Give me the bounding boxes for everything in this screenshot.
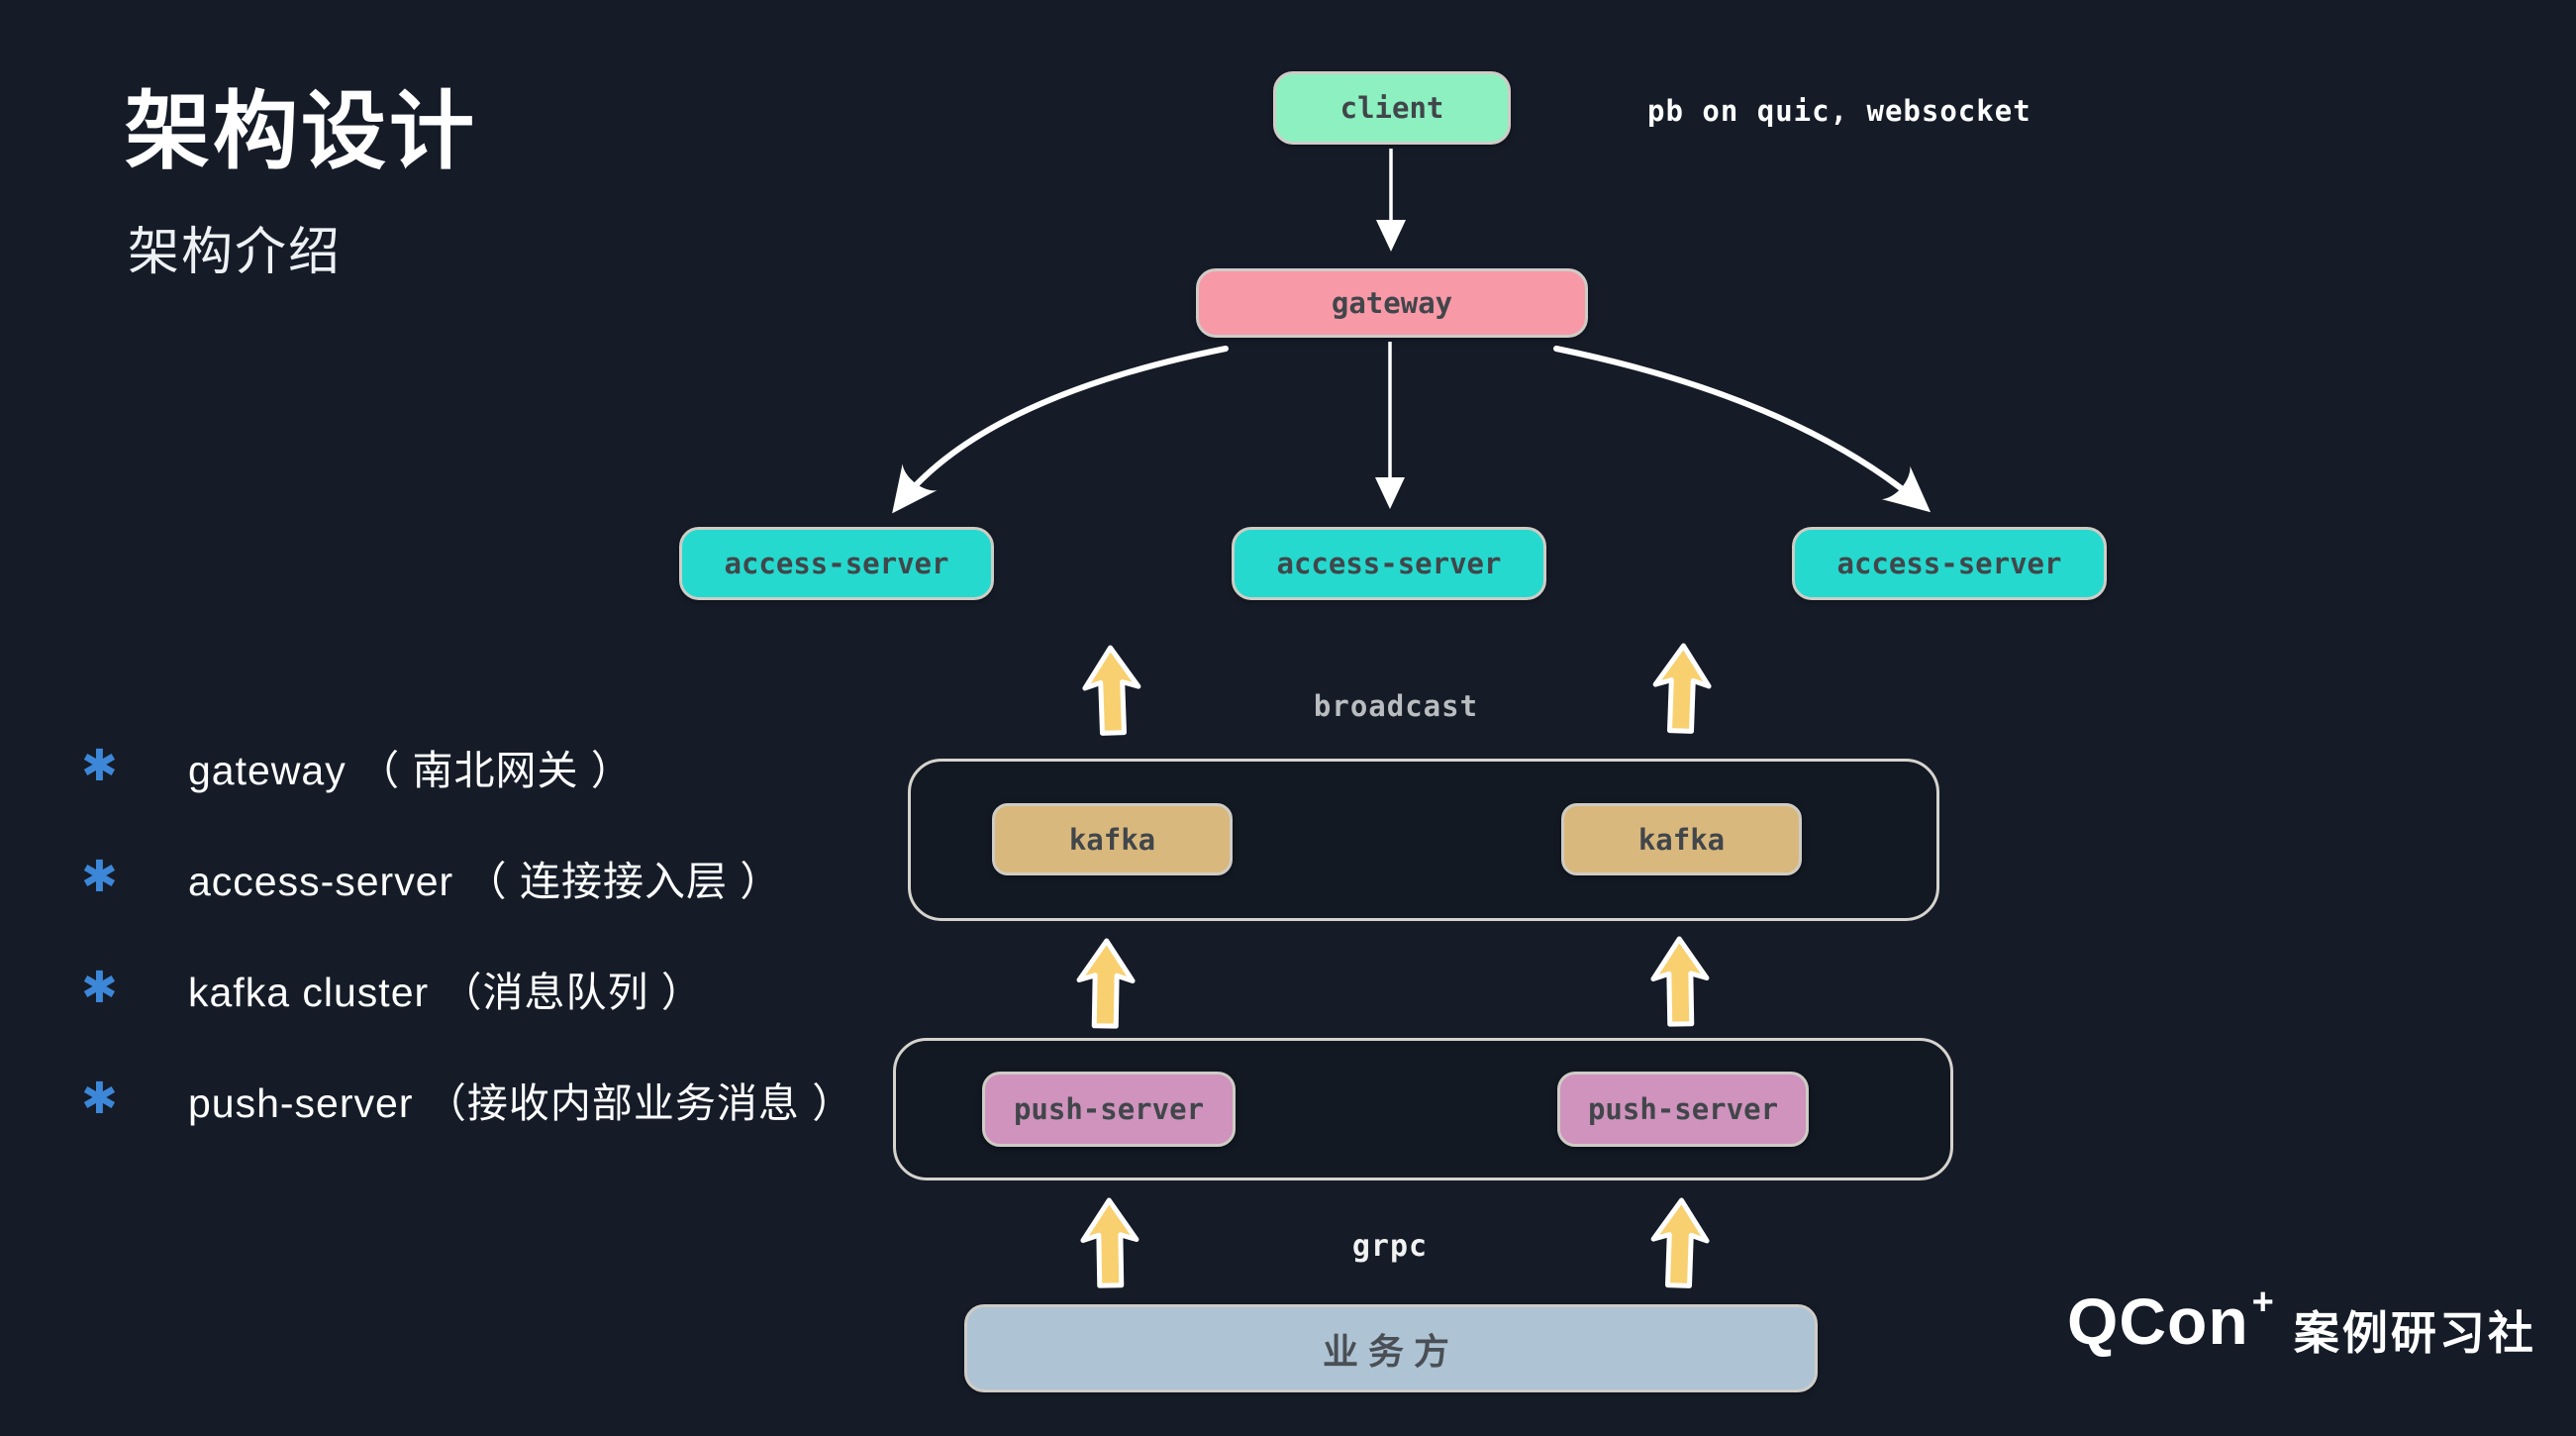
- bullet-label: kafka cluster （消息队列 ）: [188, 970, 703, 1015]
- asterisk-icon: ✱: [81, 964, 118, 1012]
- bullet-item-gateway: ✱ gateway （ 南北网关 ）: [81, 742, 853, 794]
- bullet-item-kafka-cluster: ✱ kafka cluster （消息队列 ）: [81, 964, 853, 1016]
- bullet-item-push-server: ✱ push-server （接收内部业务消息 ）: [81, 1075, 853, 1127]
- up-arrow-icon: [1654, 645, 1711, 732]
- edge-gateway-access-right: [1553, 346, 1932, 513]
- up-arrow-icon: [1652, 1199, 1709, 1286]
- broadcast-label: broadcast: [1313, 689, 1479, 723]
- bullet-label: push-server （接收内部业务消息 ）: [188, 1080, 854, 1126]
- bullet-item-access-server: ✱ access-server （ 连接接入层 ）: [81, 853, 853, 905]
- edge-gateway-access-left: [892, 346, 1229, 514]
- brand-qcon: QCon: [2067, 1284, 2249, 1358]
- up-arrow-icon: [1078, 941, 1133, 1027]
- node-gateway: gateway: [1196, 268, 1588, 338]
- protocol-note: pb on quic, websocket: [1647, 94, 2031, 128]
- grpc-label: grpc: [1351, 1229, 1429, 1264]
- asterisk-icon: ✱: [81, 742, 118, 790]
- bullet-label: access-server （ 连接接入层 ）: [188, 859, 782, 904]
- node-access-server-right: access-server: [1792, 527, 2107, 600]
- asterisk-icon: ✱: [81, 853, 118, 901]
- asterisk-icon: ✱: [81, 1075, 118, 1123]
- node-kafka-right: kafka: [1561, 803, 1802, 875]
- brand-suffix: 案例研习社: [2293, 1307, 2536, 1359]
- node-push-server-right: push-server: [1557, 1072, 1809, 1147]
- brand-plus: +: [2251, 1282, 2274, 1323]
- bullet-label: gateway （ 南北网关 ）: [188, 748, 633, 793]
- page-subtitle: 架构介绍: [128, 224, 343, 281]
- node-access-server-middle: access-server: [1232, 527, 1546, 600]
- brand-logo: QCon + 案例研习社: [2067, 1282, 2536, 1359]
- node-push-server-left: push-server: [982, 1072, 1236, 1147]
- node-business: 业务方: [964, 1304, 1818, 1392]
- up-arrow-icon: [1652, 939, 1707, 1025]
- node-client: client: [1273, 71, 1511, 145]
- up-arrow-icon: [1084, 647, 1140, 734]
- node-kafka-left: kafka: [992, 803, 1233, 875]
- up-arrow-icon: [1082, 1200, 1137, 1286]
- page-title: 架构设计: [125, 84, 477, 179]
- bullet-list: ✱ gateway （ 南北网关 ） ✱ access-server （ 连接接…: [81, 743, 853, 1186]
- node-access-server-left: access-server: [679, 527, 994, 600]
